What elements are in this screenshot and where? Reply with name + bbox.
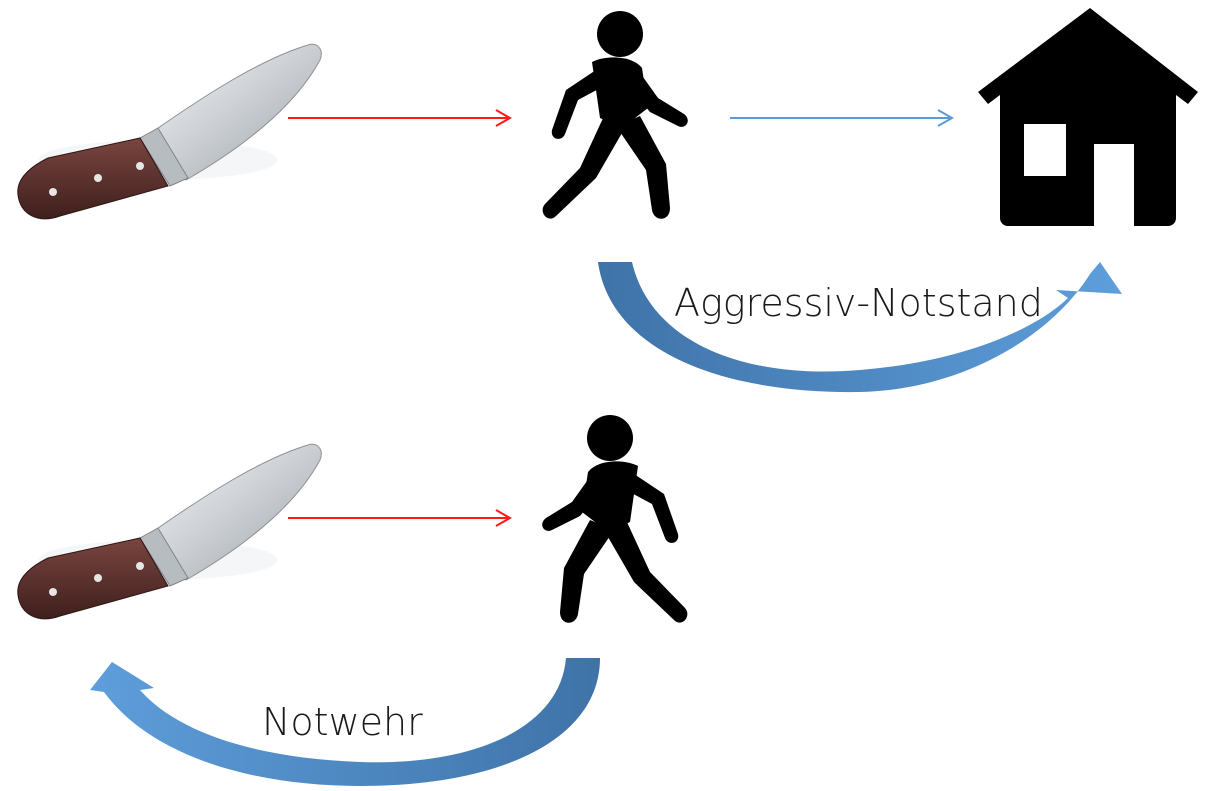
- aggressive-necessity-arrow: [598, 262, 1122, 393]
- aggressive-necessity-label: Aggressiv-Notstand: [674, 281, 1043, 325]
- house-icon: [978, 8, 1198, 226]
- self-defense-label: Notwehr: [262, 700, 423, 744]
- self-defense-arrow: [90, 658, 600, 786]
- knife-icon: [17, 43, 322, 220]
- pass-arrow: [730, 109, 955, 127]
- knife-icon: [17, 443, 322, 620]
- threat-arrow-bottom: [288, 509, 513, 527]
- walking-person-icon: [542, 415, 688, 623]
- threat-arrow-top: [288, 109, 513, 127]
- walking-person-icon: [542, 11, 688, 219]
